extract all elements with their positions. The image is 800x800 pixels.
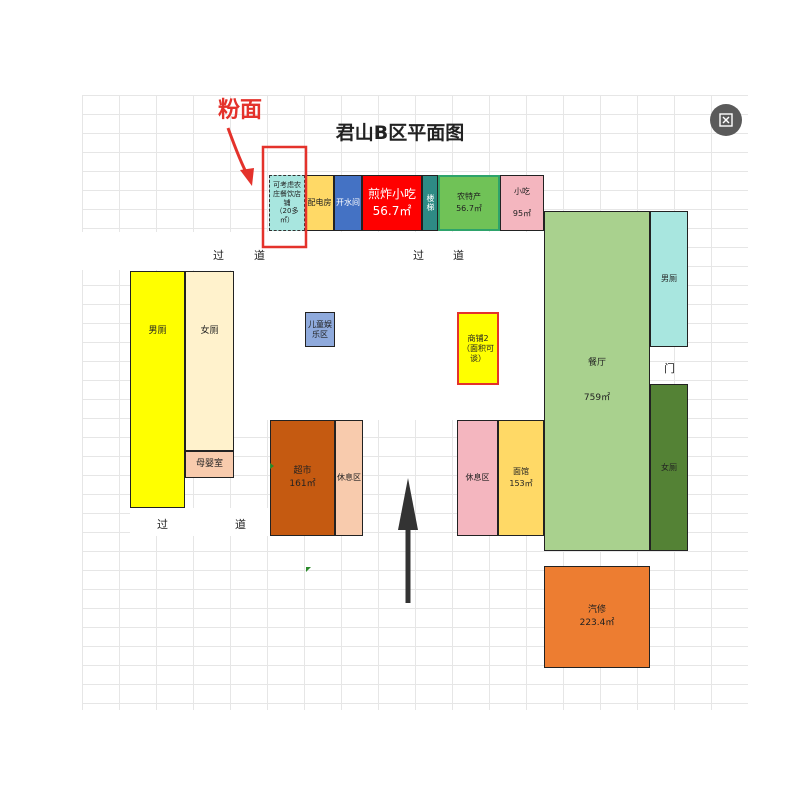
room-male-wc-left[interactable]: 男厕 [130,271,185,508]
corridor-top [82,232,544,270]
close-icon-button[interactable] [710,104,742,136]
room-supermarket[interactable]: 超市 161㎡ [270,420,335,536]
door-label: 门 [664,362,675,375]
corner-mark [306,567,311,572]
annotation-arrow [226,127,254,186]
room-rent-shop[interactable]: 可考虑农 庄餐饮店铺 （20多 ㎡） [269,175,305,231]
room-rest-right[interactable]: 休息区 [457,420,498,536]
room-label: 可考虑农 庄餐饮店铺 （20多 ㎡） [273,181,301,225]
close-icon [719,113,733,127]
annotation-label: 粉面 [218,98,263,123]
highlight-box [261,145,308,249]
corridor-label: 道 [254,249,265,262]
room-male-wc-right[interactable]: 男厕 [650,211,688,347]
room-fried-snacks[interactable]: 煎炸小吃 56.7㎡ [362,175,422,231]
corridor-label: 过 [213,249,224,262]
corridor-label: 道 [235,518,246,531]
room-power[interactable]: 配电房 [305,175,334,231]
page-title: 君山B区平面图 [335,122,465,144]
room-restaurant[interactable]: 餐厅 759㎡ [544,211,650,551]
room-local-produce[interactable]: 农特产 56.7㎡ [438,175,500,231]
room-small-snack[interactable]: 小吃 95㎡ [500,175,544,231]
room-shop-2[interactable]: 商铺2 （面积可 谈） [457,312,499,385]
room-female-wc-left[interactable]: 女厕 [185,271,234,451]
room-rest-left[interactable]: 休息区 [335,420,363,536]
corridor-label: 过 [157,518,168,531]
corner-mark [270,463,274,469]
room-auto-repair[interactable]: 汽修 223.4㎡ [544,566,650,668]
corridor-label: 过 [413,249,424,262]
corridor-bottom-left [130,508,270,536]
corridor-label: 道 [453,249,464,262]
direction-arrow-icon [398,478,418,603]
room-mother-baby[interactable]: 母婴室 [185,451,234,478]
room-female-wc-right[interactable]: 女厕 [650,384,688,551]
room-stairs[interactable]: 楼梯 [422,175,438,231]
room-kids-play[interactable]: 儿童娱 乐区 [305,312,335,347]
room-noodle[interactable]: 面馆 153㎡ [498,420,544,536]
room-water[interactable]: 开水间 [334,175,362,231]
